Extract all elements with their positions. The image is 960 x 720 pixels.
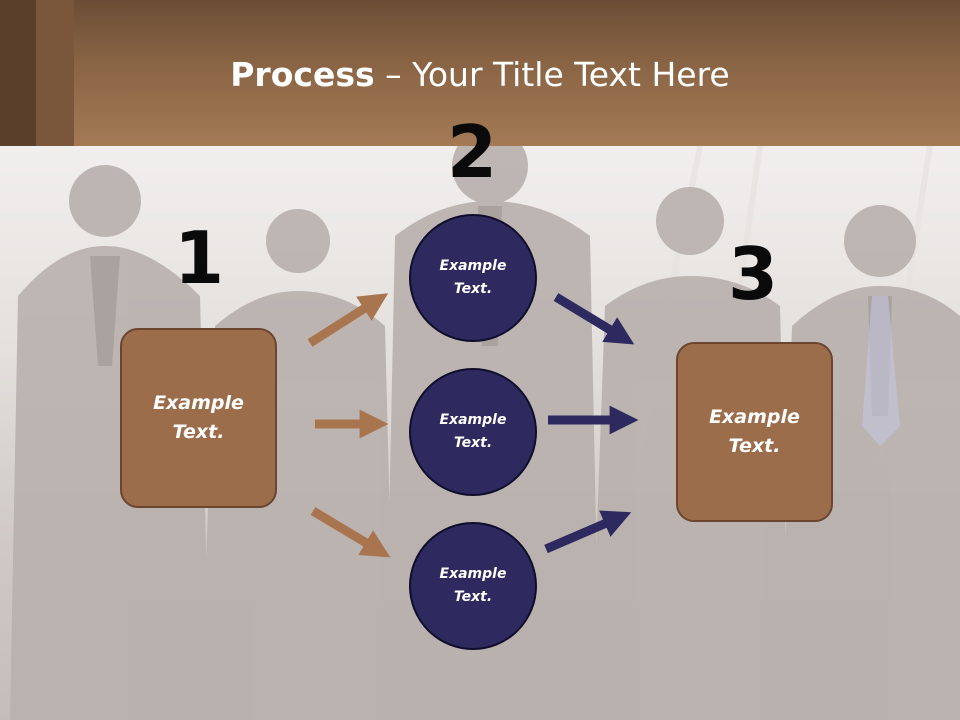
circle-middle-line1: Example bbox=[439, 412, 507, 428]
arrow-left-to-bottom bbox=[310, 507, 391, 558]
circle-top-line1: Example bbox=[439, 258, 507, 274]
circle-top[interactable]: Example Text. bbox=[409, 214, 537, 342]
right-box-text: Example Text. bbox=[695, 403, 815, 461]
circle-top-text: Example Text. bbox=[428, 255, 518, 301]
circle-middle[interactable]: Example Text. bbox=[409, 368, 537, 496]
left-box-line2: Text. bbox=[172, 421, 225, 443]
circle-middle-text: Example Text. bbox=[428, 409, 518, 455]
header-stripe-dark bbox=[0, 0, 36, 146]
step-number-2[interactable]: 2 bbox=[446, 110, 498, 194]
slide-title[interactable]: Process – Your Title Text Here bbox=[0, 54, 960, 96]
circle-bottom-line2: Text. bbox=[453, 589, 493, 605]
circle-bottom[interactable]: Example Text. bbox=[409, 522, 537, 650]
left-box[interactable]: Example Text. bbox=[120, 328, 277, 508]
arrow-left-to-top bbox=[307, 293, 389, 347]
title-rest: – Your Title Text Here bbox=[374, 55, 730, 94]
circle-top-line2: Text. bbox=[453, 281, 493, 297]
circle-bottom-line1: Example bbox=[439, 566, 507, 582]
arrow-bottom-to-right bbox=[544, 510, 632, 554]
right-box[interactable]: Example Text. bbox=[676, 342, 833, 522]
right-box-line2: Text. bbox=[728, 435, 781, 457]
step-number-3[interactable]: 3 bbox=[727, 232, 779, 316]
header-band: Process – Your Title Text Here bbox=[0, 0, 960, 146]
step-number-1[interactable]: 1 bbox=[173, 216, 225, 300]
left-box-line1: Example bbox=[153, 392, 244, 414]
title-bold: Process bbox=[230, 55, 375, 94]
circle-middle-line2: Text. bbox=[453, 435, 493, 451]
header-stripe-mid bbox=[36, 0, 74, 146]
right-box-line1: Example bbox=[709, 406, 800, 428]
circle-bottom-text: Example Text. bbox=[428, 563, 518, 609]
left-box-text: Example Text. bbox=[139, 389, 259, 447]
arrow-top-to-right bbox=[553, 293, 635, 345]
